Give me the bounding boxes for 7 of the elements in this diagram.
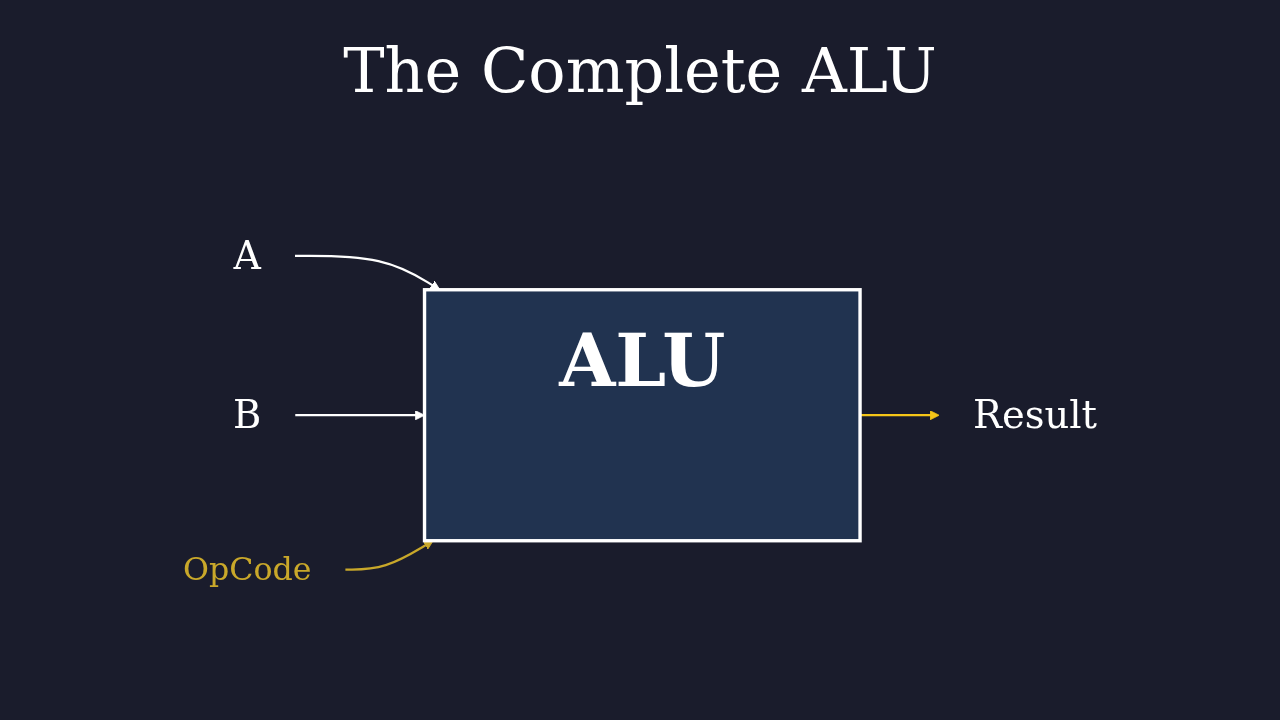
- node-text: A: [233, 232, 262, 278]
- node-text: B: [233, 391, 262, 438]
- node-text: Result: [973, 391, 1098, 438]
- diagram-title: The Complete ALU: [342, 34, 938, 107]
- arrow: [345, 540, 434, 571]
- node-text: OpCode: [182, 550, 312, 588]
- node-box: ALU: [422, 287, 862, 543]
